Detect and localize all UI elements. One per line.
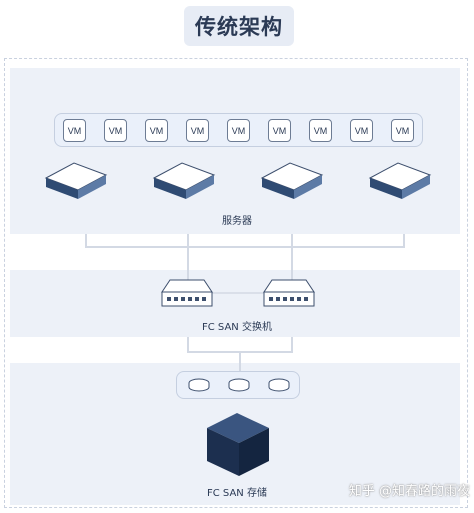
disk-icon <box>228 378 250 392</box>
storage-label: FC SAN 存储 <box>207 488 267 499</box>
server-layer <box>10 68 460 234</box>
diagram-title: 传统架构 <box>184 6 294 46</box>
servers-label: 服务器 <box>222 216 252 227</box>
server-icon <box>44 162 108 199</box>
switch-icon <box>161 279 213 307</box>
server-icon <box>260 162 324 199</box>
switch-layer <box>10 270 460 337</box>
vm-box: VM <box>350 119 373 142</box>
server-icon <box>152 162 216 199</box>
switch-label: FC SAN 交换机 <box>202 322 272 333</box>
vm-box: VM <box>186 119 209 142</box>
server-icon <box>368 162 432 199</box>
disk-icons <box>188 378 290 392</box>
vm-box: VM <box>104 119 127 142</box>
watermark: 知乎 @知春路的雨夜 <box>348 484 470 499</box>
vm-box: VM <box>268 119 291 142</box>
vm-box: VM <box>145 119 168 142</box>
diagram-frame <box>4 58 468 508</box>
switch-icon <box>263 279 315 307</box>
vm-box: VM <box>63 119 86 142</box>
connection-lines <box>85 234 405 371</box>
disk-icon <box>188 378 210 392</box>
storage-cube-icon <box>207 413 269 476</box>
vm-box: VM <box>309 119 332 142</box>
disk-icon <box>268 378 290 392</box>
disk-group <box>176 371 300 399</box>
vm-box: VM <box>227 119 250 142</box>
vm-box: VM <box>391 119 414 142</box>
